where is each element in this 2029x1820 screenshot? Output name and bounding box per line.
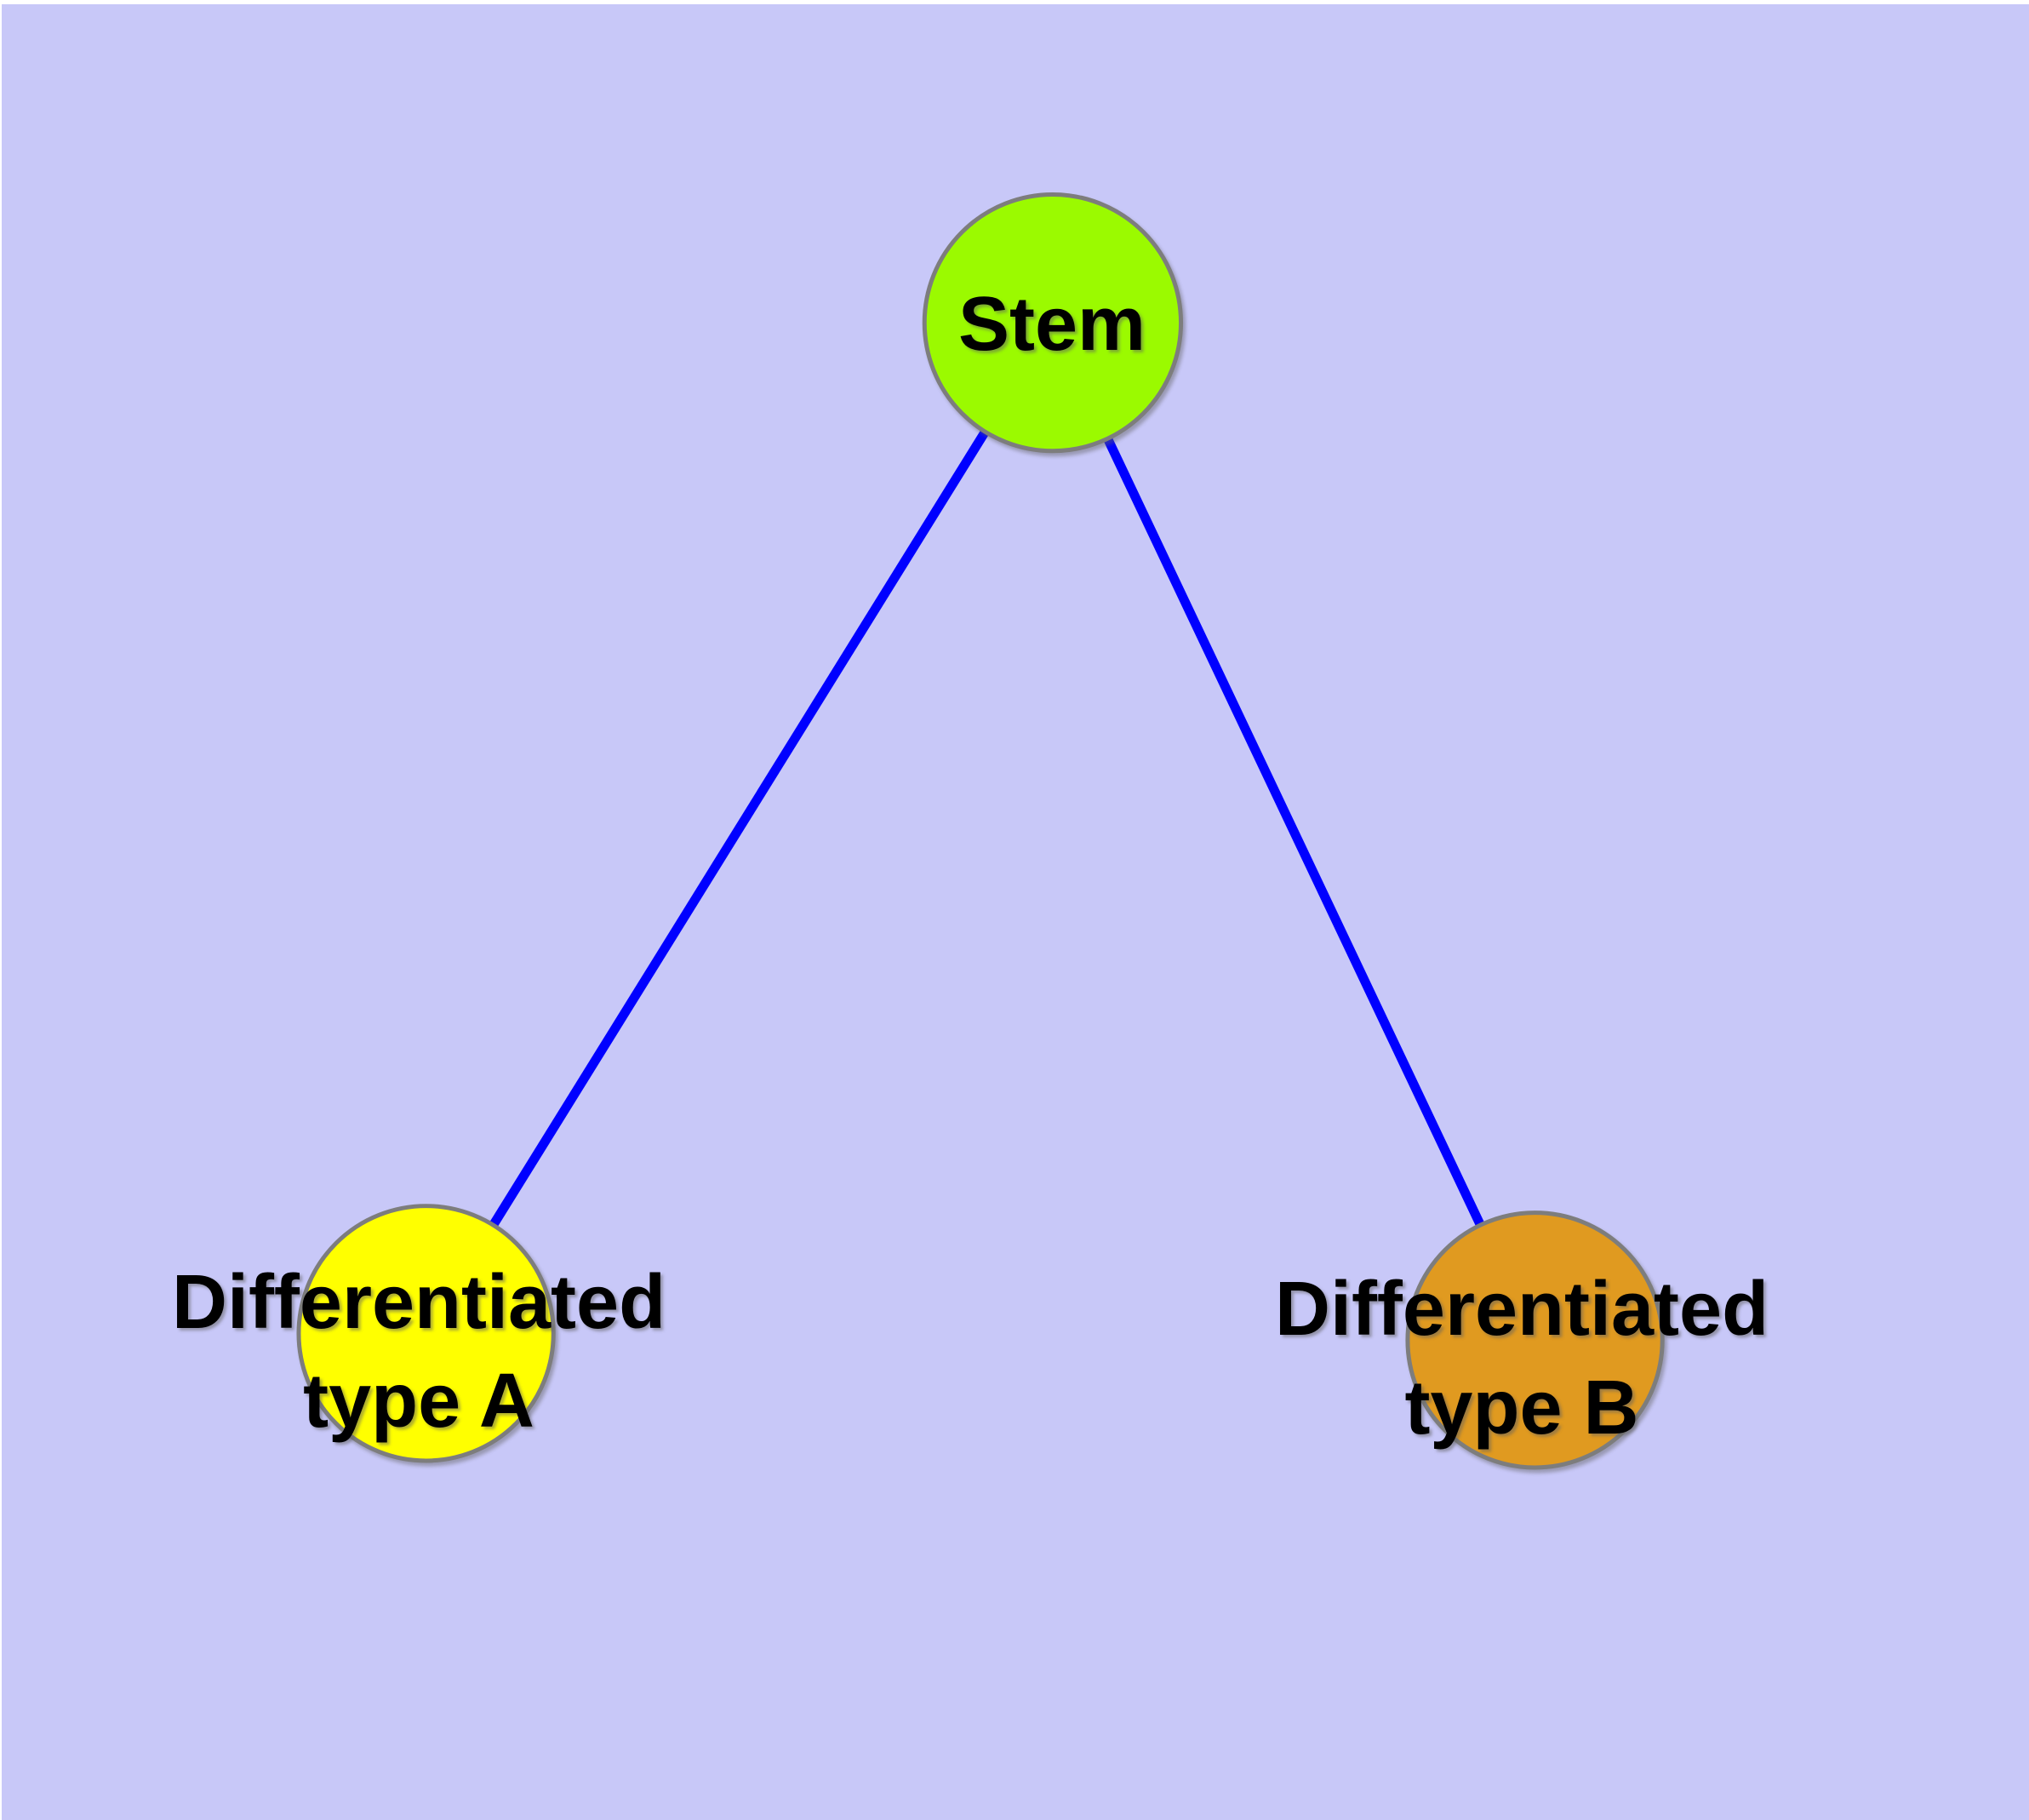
node-type-b-circle: [1405, 1210, 1665, 1470]
edge-stem-to-a: [421, 320, 1057, 1336]
node-stem-circle: [922, 192, 1184, 454]
graph-svg: [296, 192, 1665, 1470]
edge-stem-to-b: [1048, 320, 1540, 1342]
node-type-a-circle: [296, 1204, 556, 1463]
